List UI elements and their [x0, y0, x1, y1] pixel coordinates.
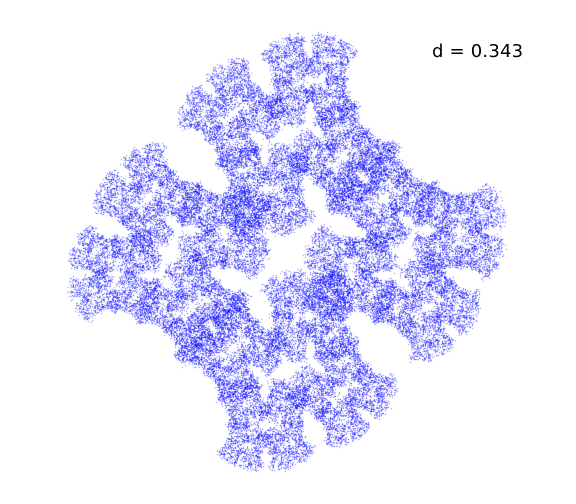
parameter-annotation: d = 0.343 — [432, 41, 524, 62]
